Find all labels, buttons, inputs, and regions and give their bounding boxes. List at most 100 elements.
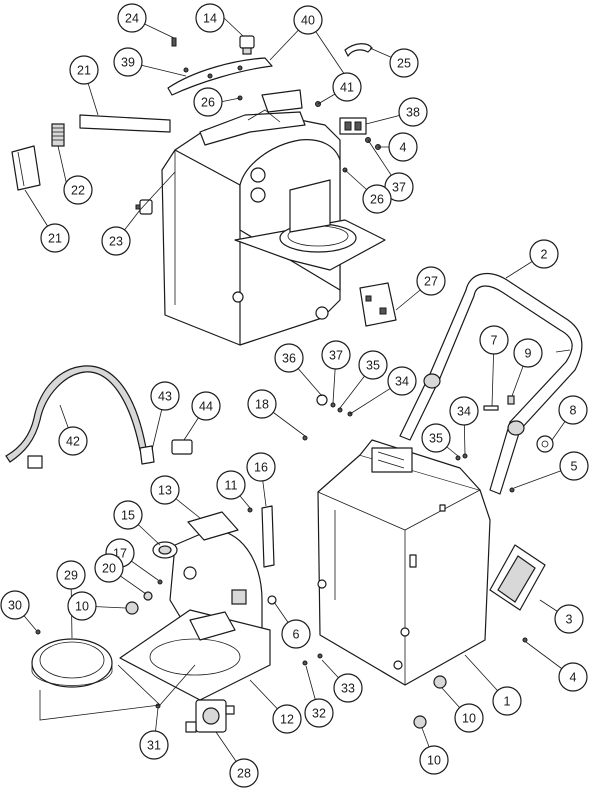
callout-circle (56, 560, 86, 590)
callout-number: 42 (66, 435, 80, 449)
callout-circle (421, 423, 451, 453)
callout-number: 10 (427, 754, 441, 768)
part-32-screw (302, 660, 308, 666)
callout-circle (333, 673, 363, 703)
callout-number: 38 (406, 106, 420, 120)
callout-number: 7 (491, 334, 498, 348)
part-27-board (359, 282, 397, 327)
part-15-ring-inner (158, 545, 172, 555)
callout-number: 34 (457, 405, 471, 419)
callout-number: 23 (109, 235, 123, 249)
part-42-hose-end (27, 455, 43, 469)
callout-26: 26 (362, 184, 392, 214)
callout-number: 32 (312, 707, 326, 721)
upper-housing (161, 109, 386, 346)
part-10-nut (413, 715, 427, 729)
callout-circle (117, 3, 147, 33)
part-10-nut (433, 675, 447, 689)
callout-circle (40, 223, 70, 253)
callout-number: 35 (366, 359, 380, 373)
callout-15: 15 (113, 500, 143, 530)
callout-circle (281, 619, 311, 649)
part-9-clip (507, 395, 515, 405)
callout-circle (293, 5, 323, 35)
part-22-spring (51, 123, 65, 147)
callout-1: 1 (492, 686, 522, 716)
callout-number: 25 (397, 57, 411, 71)
callout-number: 26 (370, 193, 384, 207)
callout-number: 34 (395, 375, 409, 389)
callout-circle (216, 470, 246, 500)
callout-42: 42 (58, 426, 88, 456)
callout-circle (513, 338, 543, 368)
callout-number: 28 (237, 767, 251, 781)
part-30-screw (35, 629, 41, 635)
part-39-cover-plate (167, 57, 273, 96)
callout-10: 10 (67, 591, 97, 621)
callout-21: 21 (40, 223, 70, 253)
part-4-screw (522, 637, 528, 643)
callout-circle (63, 175, 93, 205)
callout-21: 21 (69, 55, 99, 85)
callout-circle (388, 132, 418, 162)
callout-number: 10 (462, 712, 476, 726)
part-23-fitting (135, 199, 153, 215)
part-34-screw (462, 453, 468, 459)
callout-circle (554, 604, 584, 634)
part-40-bracket (261, 89, 303, 113)
callout-34: 34 (387, 366, 417, 396)
callout-number: 30 (8, 599, 22, 613)
callout-circle (272, 704, 302, 734)
part-1-cabinet (317, 439, 491, 686)
callout-number: 4 (570, 671, 577, 685)
callout-number: 21 (48, 232, 62, 246)
callout-number: 5 (571, 460, 578, 474)
part-3-bracket (489, 544, 546, 611)
part-10-nut (125, 601, 139, 615)
callout-number: 12 (280, 713, 294, 727)
callout-number: 31 (147, 739, 161, 753)
callout-37: 37 (321, 340, 351, 370)
part-33-screw (317, 653, 323, 659)
part-25-bracket (344, 43, 373, 57)
callout-26: 26 (193, 87, 223, 117)
callout-36: 36 (274, 343, 304, 373)
callout-number: 22 (71, 184, 85, 198)
callout-4: 4 (388, 132, 418, 162)
callout-16: 16 (246, 452, 276, 482)
callout-circle (191, 391, 221, 421)
callout-circle (321, 340, 351, 370)
part-24-screw (171, 37, 189, 73)
callout-13: 13 (150, 475, 180, 505)
callout-number: 9 (525, 347, 532, 361)
callout-circle (67, 591, 97, 621)
part-21-strip (11, 114, 171, 191)
callout-number: 18 (255, 398, 269, 412)
callout-circle (150, 475, 180, 505)
callout-circle (419, 745, 449, 775)
callout-circle (387, 366, 417, 396)
callout-number: 39 (121, 56, 135, 70)
callout-number: 8 (570, 404, 577, 418)
callout-circle (69, 55, 99, 85)
part-44-fitting (171, 439, 193, 455)
callout-11: 11 (216, 470, 246, 500)
callout-number: 11 (225, 479, 238, 493)
callout-2: 2 (529, 239, 559, 269)
callout-circle (416, 266, 446, 296)
callout-23: 23 (101, 226, 131, 256)
callout-number: 1 (504, 695, 511, 709)
callout-circle (479, 325, 509, 355)
callout-number: 24 (125, 12, 139, 26)
callout-circle (304, 698, 334, 728)
callout-number: 10 (75, 600, 89, 614)
callout-number: 33 (341, 682, 355, 696)
callout-number: 6 (293, 628, 300, 642)
callout-circle (150, 381, 180, 411)
part-17-screw (157, 579, 163, 585)
callout-circle (94, 553, 124, 583)
callout-number: 13 (158, 484, 172, 498)
callout-34: 34 (449, 396, 479, 426)
part-35-screw (455, 455, 461, 461)
